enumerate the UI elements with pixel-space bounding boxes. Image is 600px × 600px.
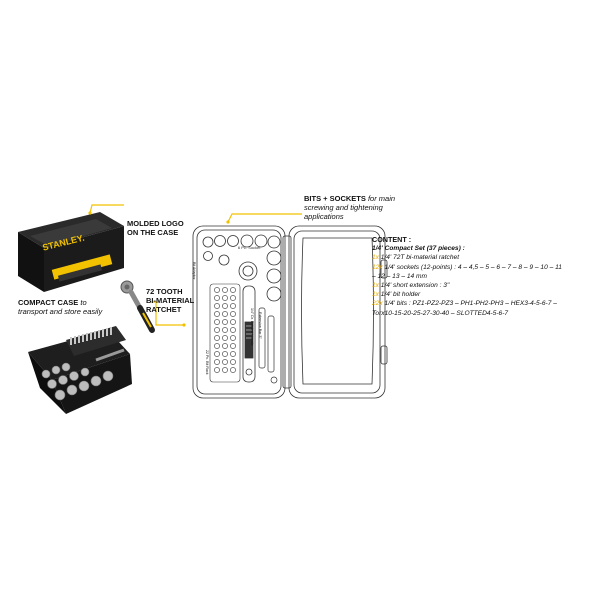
- leader-logo: [89, 204, 124, 214]
- content-item: 1x 1/4' bit holder: [372, 291, 421, 299]
- callout-bits-sockets: BITS + SOCKETS for main screwing and tig…: [304, 194, 396, 221]
- diagram-label-ratchet: 1/4" Dr. Ratchet Handle: [250, 308, 254, 346]
- diagram-label-bits: 22 Pc. Bit Rack: [205, 350, 209, 375]
- callout-molded-logo: MOLDED LOGO ON THE CASE: [127, 219, 184, 237]
- content-item: 1x 1/4' 72T bi-material ratchet: [372, 254, 460, 262]
- extension-slots: [258, 307, 278, 384]
- bit-rack: [209, 283, 241, 383]
- callout-compact-case: COMPACT CASE to transport and store easi…: [18, 298, 103, 316]
- diagram-label-sockets: 6 Pc. Socket: [238, 246, 261, 250]
- leader-ratchet: [150, 301, 184, 326]
- content-item: 22x 1/4' bits : PZ1-PZ2-PZ3 – PH1-PH2-PH…: [372, 300, 557, 308]
- leader-bits: [227, 213, 302, 223]
- content-item-cont: – 12 – 13 – 14 mm: [372, 272, 427, 280]
- content-item: 1x 1/4' short extension : 3": [372, 282, 450, 290]
- case-line-diagram: [192, 225, 388, 399]
- diagram-label-extension: Extension Bar 3": [258, 312, 262, 339]
- content-subtitle: 1/4' Compact Set (37 pieces) :: [372, 245, 465, 253]
- closed-case-image: [18, 212, 124, 292]
- callout-72-tooth: 72 TOOTH BI-MATERIAL RATCHET: [146, 287, 195, 314]
- ratchet-slot: [242, 285, 256, 383]
- diagram-label-adaptor: Bit Adaptor: [192, 262, 196, 280]
- content-item-cont: Torx10-15-20-25-27-30-40 – SLOTTED4-5-6-…: [372, 309, 509, 317]
- content-title: CONTENT :: [372, 235, 412, 244]
- content-block: CONTENT : 1/4' Compact Set (37 pieces) :…: [372, 235, 562, 318]
- open-case-image: [28, 326, 132, 414]
- socket-slots: [202, 234, 282, 302]
- content-item: 12x 1/4' sockets (12-points) : 4 – 4,5 –…: [372, 263, 562, 271]
- ratchet-image: [120, 280, 155, 333]
